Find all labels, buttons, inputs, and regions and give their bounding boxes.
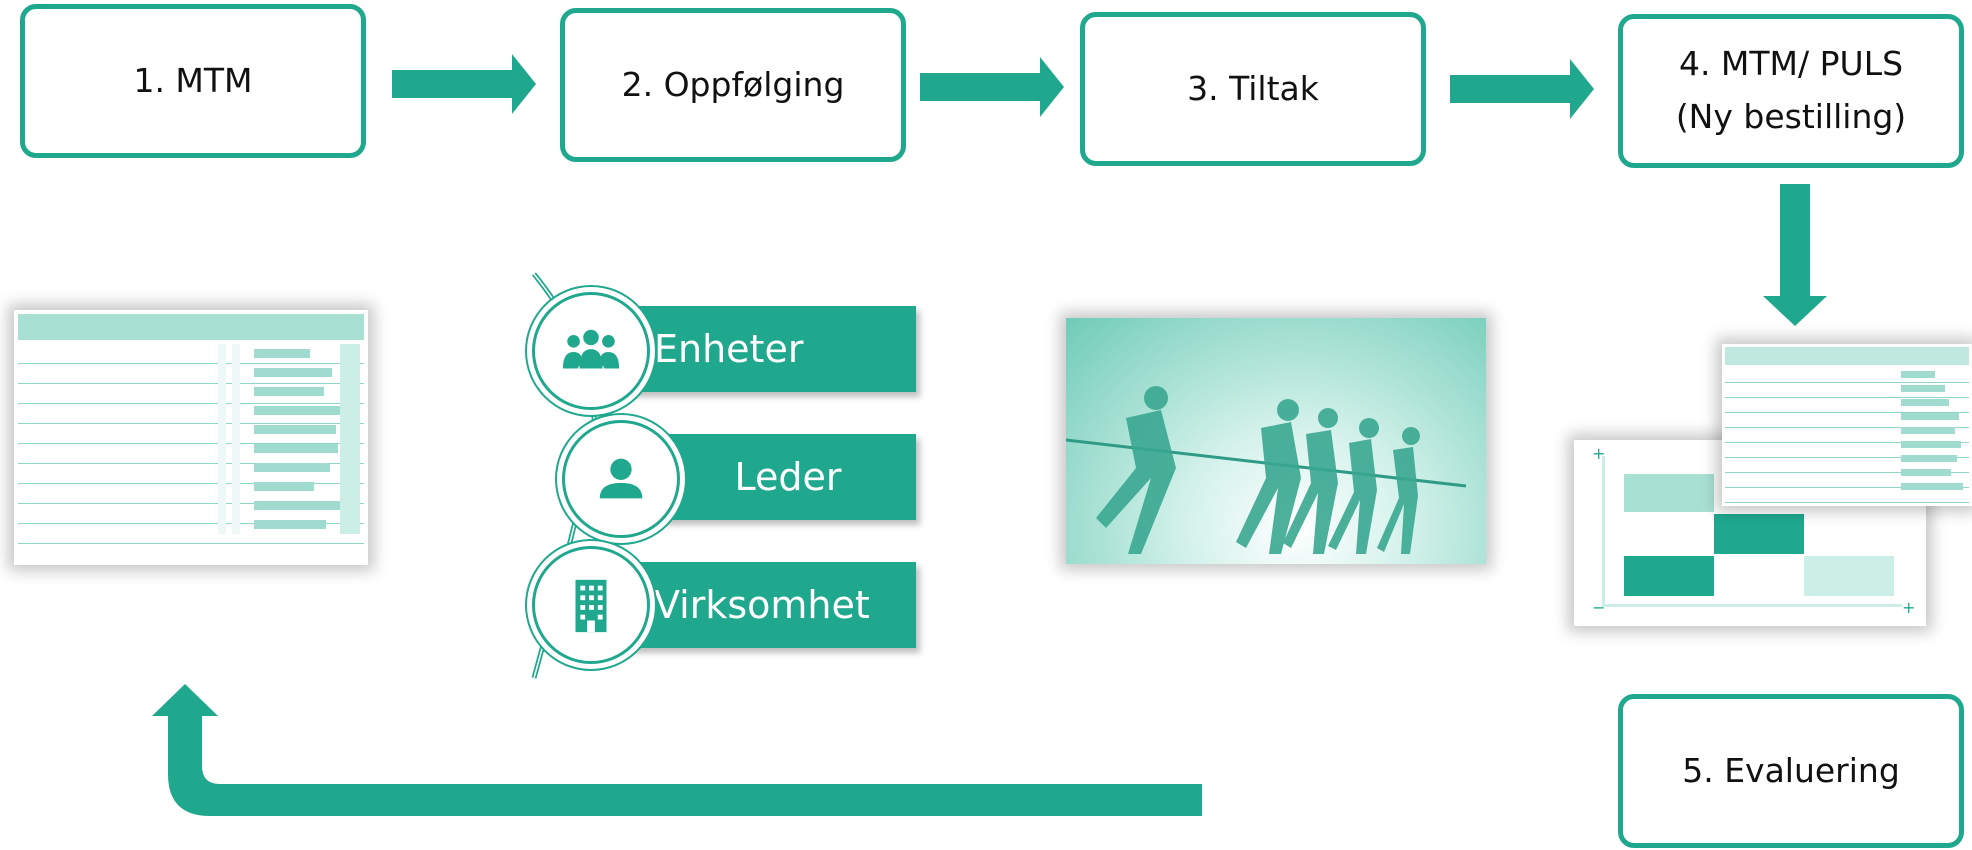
tug-of-war-photo [1065, 318, 1486, 564]
step-2-label: 2. Oppfølging [621, 64, 845, 104]
step-5-box: 5. Evaluering [1618, 694, 1964, 848]
level-virksomhet-label: Virksomhet [654, 583, 870, 627]
arrow-right-icon [392, 54, 536, 114]
level-enheter-label: Enheter [654, 327, 804, 371]
building-icon [575, 579, 607, 633]
step-2-box: 2. Oppfølging [560, 8, 906, 162]
step-3-box: 3. Tiltak [1080, 12, 1426, 166]
level-virksomhet: Virksomhet [600, 562, 916, 648]
virksomhet-circle [532, 546, 650, 664]
level-leder-label: Leder [734, 455, 842, 499]
step-4-label-line1: 4. MTM/ PULS [1678, 44, 1904, 84]
step-3-label: 3. Tiltak [1187, 68, 1319, 108]
arrow-right-icon [1450, 59, 1594, 119]
return-arrow-icon [152, 684, 1202, 816]
report-table-thumbnail [1722, 344, 1972, 506]
team-pulling-rope-image [1065, 386, 1467, 554]
arrow-right-icon [920, 57, 1064, 117]
person-icon [599, 458, 643, 499]
level-enheter: Enheter [600, 306, 916, 392]
arrow-down-icon [1763, 184, 1827, 326]
step-1-label: 1. MTM [133, 60, 253, 100]
summary-table-thumbnail [14, 310, 368, 565]
step-4-label-line2: (Ny bestilling) [1675, 97, 1907, 136]
group-icon [562, 329, 620, 369]
leder-circle [562, 420, 680, 538]
enheter-circle [532, 292, 650, 410]
step-4-box: 4. MTM/ PULS (Ny bestilling) [1618, 14, 1964, 168]
step-1-box: 1. MTM [20, 4, 366, 158]
step-5-label: 5. Evaluering [1682, 750, 1900, 790]
